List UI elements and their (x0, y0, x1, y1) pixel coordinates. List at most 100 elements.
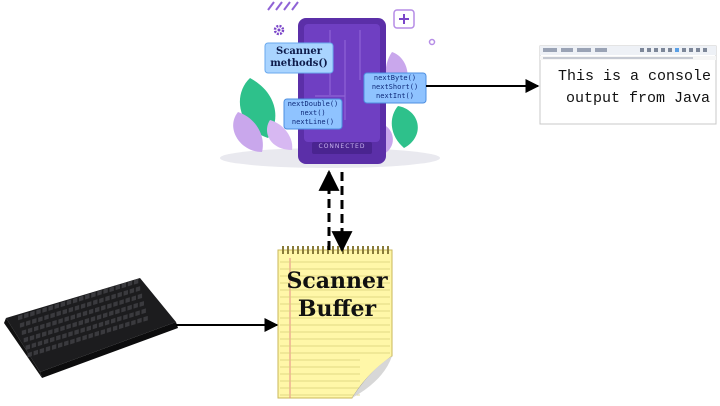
keyboard-key (37, 340, 43, 347)
keyboard-key (131, 295, 137, 302)
status-bar (312, 142, 372, 154)
method-next-short: nextShort() (371, 83, 419, 91)
keyboard-key (97, 290, 102, 296)
keyboard-key (68, 306, 74, 313)
binding-ring (292, 246, 294, 254)
binding-ring (302, 246, 304, 254)
keyboard-key (54, 303, 59, 310)
keyboard-key (123, 314, 128, 320)
keyboard-key (109, 310, 114, 317)
keyboard-key (21, 329, 27, 336)
keyboard-key (52, 319, 57, 326)
keyboard-key (137, 293, 143, 300)
keyboard-key (50, 312, 55, 319)
binding-ring (357, 246, 359, 254)
right-methods-box (363, 72, 427, 104)
scanner-methods-title: Scanner methods() (265, 46, 333, 70)
keyboard-key (111, 293, 116, 300)
keyboard-key (45, 345, 51, 352)
keyboard-key (119, 299, 124, 305)
keyboard-key (64, 340, 69, 347)
keyboard-key (60, 301, 66, 308)
keyboard-key (90, 316, 96, 322)
keyboard-key (40, 323, 45, 330)
binding-ring (332, 246, 334, 254)
keyboard-key (112, 325, 118, 332)
keyboard-key (44, 314, 49, 321)
keyboard-key (135, 286, 141, 292)
decorative-stripes (267, 1, 299, 11)
plus-icon (393, 9, 415, 29)
keyboard-key (86, 325, 91, 332)
keyboard-key (87, 301, 92, 308)
phone-status-label: CONNECTED (318, 143, 366, 150)
keyboard-key (68, 331, 73, 337)
left-methods-list: nextDouble() next() nextLine() (284, 100, 342, 127)
right-methods-list: nextByte() nextShort() nextInt() (364, 74, 426, 101)
keyboard-key (98, 321, 104, 328)
keyboard-key (93, 299, 98, 306)
keyboard-key (94, 330, 99, 337)
keyboard-key (58, 318, 63, 324)
binding-ring (372, 246, 374, 254)
keyboard-key (72, 321, 77, 328)
keyboard-key (123, 289, 128, 296)
keyboard-key (32, 318, 37, 324)
keyboard-key (119, 323, 124, 330)
keyboard-key (80, 303, 86, 309)
keyboard-key (27, 327, 33, 334)
keyboard-key (115, 308, 120, 315)
keyboard-key (88, 308, 94, 315)
keyboard-key (60, 325, 65, 332)
keyboard-key (18, 314, 23, 321)
keyboard-key (103, 288, 108, 294)
keyboard-key (103, 312, 108, 319)
dot-icon (428, 38, 436, 46)
keyboard-key (80, 327, 85, 333)
keyboard-key (100, 329, 106, 335)
keyboard-key (109, 286, 114, 293)
keyboard-key (27, 351, 32, 358)
binding-ring (352, 246, 354, 254)
binding-ring (387, 246, 389, 254)
keyboard-illustration (4, 278, 178, 378)
keyboard-key (84, 317, 90, 324)
keyboard-key (95, 306, 100, 313)
binding-ring (312, 246, 314, 254)
keyboard-keys (18, 278, 148, 358)
keyboard-key (56, 334, 61, 341)
keyboard-key (117, 315, 122, 322)
keyboard-key (106, 327, 112, 333)
keyboard-key (76, 312, 82, 319)
binding-ring (382, 246, 384, 254)
keyboard-key (131, 319, 136, 326)
console-output-line1: This is a console (558, 68, 712, 85)
keyboard-key (85, 293, 90, 300)
keyboard-key (66, 299, 72, 306)
keyboard-key (70, 314, 75, 321)
keyboard-key (51, 344, 57, 350)
binding-ring (297, 246, 299, 254)
keyboard-key (82, 310, 88, 317)
keyboard-key (39, 347, 45, 354)
keyboard-key (135, 310, 140, 317)
keyboard-key (25, 344, 31, 351)
keyboard-key (34, 325, 39, 332)
keyboard-key (79, 295, 84, 302)
keyboard-key (36, 308, 41, 315)
keyboard-key (125, 321, 130, 328)
method-next-line: nextLine() (291, 118, 335, 126)
keyboard-key (43, 338, 49, 345)
binding-ring (347, 246, 349, 254)
binding-ring (287, 246, 289, 254)
keyboard-key (24, 312, 29, 319)
flow-arrows (176, 79, 540, 332)
gear-icon (273, 24, 285, 36)
keyboard-key (143, 315, 148, 322)
keyboard-key (105, 295, 110, 302)
console-toolbar-icons (640, 48, 707, 52)
binding-ring (317, 246, 319, 254)
keyboard-key (38, 316, 43, 323)
leaf-icon (266, 120, 293, 150)
binding-ring (367, 246, 369, 254)
